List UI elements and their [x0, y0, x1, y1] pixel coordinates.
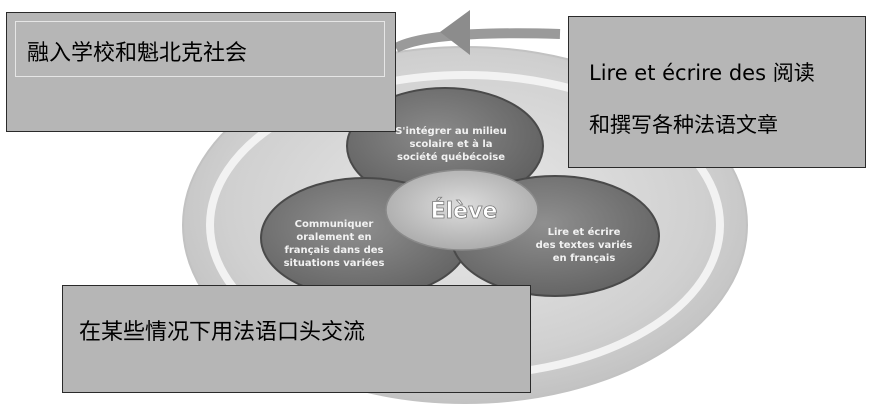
center-label: Élève	[431, 198, 498, 224]
callout-oral-communication: 在某些情况下用法语口头交流	[62, 285, 531, 393]
label-top-line-1: S'intégrer au milieu	[395, 125, 507, 137]
label-top-line-2: scolaire et à la	[410, 138, 493, 150]
callout-reading-writing: Lire et écrire des 阅读 和撰写各种法语文章	[568, 16, 866, 168]
callout-oral-communication-text: 在某些情况下用法语口头交流	[79, 320, 366, 345]
label-left-line-2: oralement en	[296, 232, 371, 243]
label-right-line-1: Lire et écrire	[548, 226, 621, 238]
callout-reading-writing-line-2: 和撰写各种法语文章	[589, 113, 778, 137]
label-left-line-3: français dans des	[284, 245, 383, 256]
center-overlap	[385, 169, 539, 251]
label-left-line-4: situations variées	[284, 257, 385, 269]
cycle-arrowhead	[440, 10, 470, 55]
label-right-line-3: en français	[553, 253, 616, 264]
label-left-line-1: Communiquer	[295, 219, 374, 230]
callout-reading-writing-text: Lire et écrire des 阅读 和撰写各种法语文章	[589, 47, 815, 151]
callout-integration: 融入学校和魁北克社会	[6, 12, 396, 132]
label-top-line-3: société québécoise	[397, 151, 505, 163]
callout-integration-frame	[15, 21, 385, 77]
callout-integration-text: 融入学校和魁北克社会	[27, 41, 248, 66]
label-right-line-2: des textes variés	[536, 239, 633, 251]
callout-reading-writing-line-1: Lire et écrire des 阅读	[589, 61, 815, 85]
cycle-arrow	[393, 28, 561, 53]
